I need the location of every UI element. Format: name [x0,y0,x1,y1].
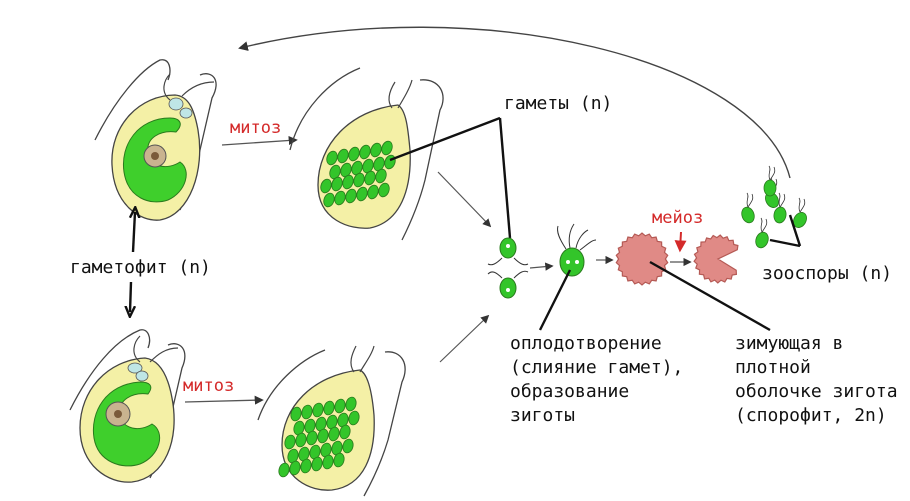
gamete-inside-cell [342,438,354,454]
gamete-inside-cell [329,164,341,180]
gamete-inside-cell [322,454,334,470]
gamete-inside-cell [334,398,346,414]
zoospore-flagella [760,217,768,233]
gamete-inside-cell [326,150,338,166]
gamete-inside-cell [309,444,321,460]
mitosis-label-bottom: митоз [183,376,235,396]
arrow-top-cell-to-gametes [437,171,492,228]
gamete-inside-cell [331,176,343,192]
gamete-inside-cell [320,178,332,194]
mitosis-arrow-top [221,135,298,146]
gametophyte-arrow-up [133,212,135,253]
gamete-inside-cell [289,460,301,476]
gamete-inside-cell [375,168,387,184]
gamete-inside-cell [340,162,352,178]
mitosis-arrow-bottom [184,395,264,405]
fertilization-pointer-line [538,269,572,331]
gamete-inside-cell [345,396,357,412]
gamete-inside-cell [320,442,332,458]
gamete-inside-cell [290,406,302,422]
zygote-cyst [615,232,669,286]
zoospores-pointer-line-2 [769,238,801,248]
gamete-inside-cell [342,174,354,190]
gamete-inside-cell [362,158,374,174]
gamete-inside-cell [351,160,363,176]
gamete-inside-cell [311,456,323,472]
mitosis-label-top: митоз [230,118,282,138]
fusing-gametes [487,237,529,299]
zoospore-group [741,165,807,249]
gamete-forming-cell-bottom [257,345,406,497]
zoospores-pointer-line-1 [788,214,802,247]
gamete-inside-cell [334,190,346,206]
zoospore [755,231,769,249]
gamete-inside-cell [339,424,351,440]
meiosis-label: мейоз [652,208,704,228]
zoospore-flagella [778,192,786,208]
gamete-inside-cell [348,146,360,162]
gametophyte-label: гаметофит (n) [70,257,211,278]
zoospore-flagella [798,197,806,213]
gamete-inside-cell [359,144,371,160]
gamete-inside-cell [333,452,345,468]
gametes-label: гаметы (n) [504,93,613,114]
gametophyte-arrow-down [130,281,131,312]
arrow-to-zygote [529,262,554,271]
cycle-return-arrow [238,26,791,179]
gamete-inside-cell [337,412,349,428]
zygote-label: зимующая в плотной оболочке зигота (спор… [735,333,898,426]
zoospore-flagella [746,192,754,208]
gamete-inside-cell [337,148,349,164]
zoospore [793,212,807,228]
young-zygote [557,223,597,277]
gamete-inside-cell [381,140,393,156]
gamete-forming-cell-top [289,67,444,241]
vegetative-cell-bottom [69,329,186,483]
gamete-inside-cell [312,402,324,418]
gamete-inside-cell [331,440,343,456]
gamete-inside-cell [367,184,379,200]
gamete-inside-cell [356,186,368,202]
gamete-inside-cell [364,170,376,186]
gamete-inside-cell [298,446,310,462]
gamete-inside-cell [315,416,327,432]
zoospore-flagella [768,165,776,181]
gamete-inside-cell [306,430,318,446]
gamete-inside-cell [317,428,329,444]
gamete-inside-cell [284,434,296,450]
gamete-inside-cell [370,142,382,158]
gametes-pointer-line-1 [389,116,501,162]
gamete-inside-cell [300,458,312,474]
opened-cyst [693,234,739,284]
zoospore [773,206,787,224]
gamete-inside-cell [287,448,299,464]
zygote-pointer-line [649,260,771,332]
gamete-inside-cell [353,172,365,188]
gamete-inside-cell [295,432,307,448]
gamete-inside-cell [278,462,290,478]
gamete-inside-cell [345,188,357,204]
zoospore [741,206,755,224]
arrow-bottom-cell-to-gametes [439,314,490,363]
fertilization-label: оплодотворение (слияние гамет), образова… [510,333,684,426]
gamete-inside-cell [328,426,340,442]
gametes-pointer-line-2 [498,117,512,239]
gamete-inside-cell [293,420,305,436]
gamete-inside-cell [373,156,385,172]
zoospore [763,179,777,197]
gamete-inside-cell [348,410,360,426]
gamete-inside-cell [378,182,390,198]
vegetative-cell-top [94,59,217,221]
meiosis-arrow-red [674,231,687,253]
gamete-inside-cell [326,414,338,430]
gamete-inside-cell [301,404,313,420]
gamete-inside-cell [304,418,316,434]
gamete-cluster-top [320,140,396,208]
gamete-inside-cell [323,400,335,416]
zoospores-label: зооспоры (n) [762,263,893,284]
gamete-inside-cell [323,192,335,208]
gamete-cluster-bottom [278,396,360,478]
